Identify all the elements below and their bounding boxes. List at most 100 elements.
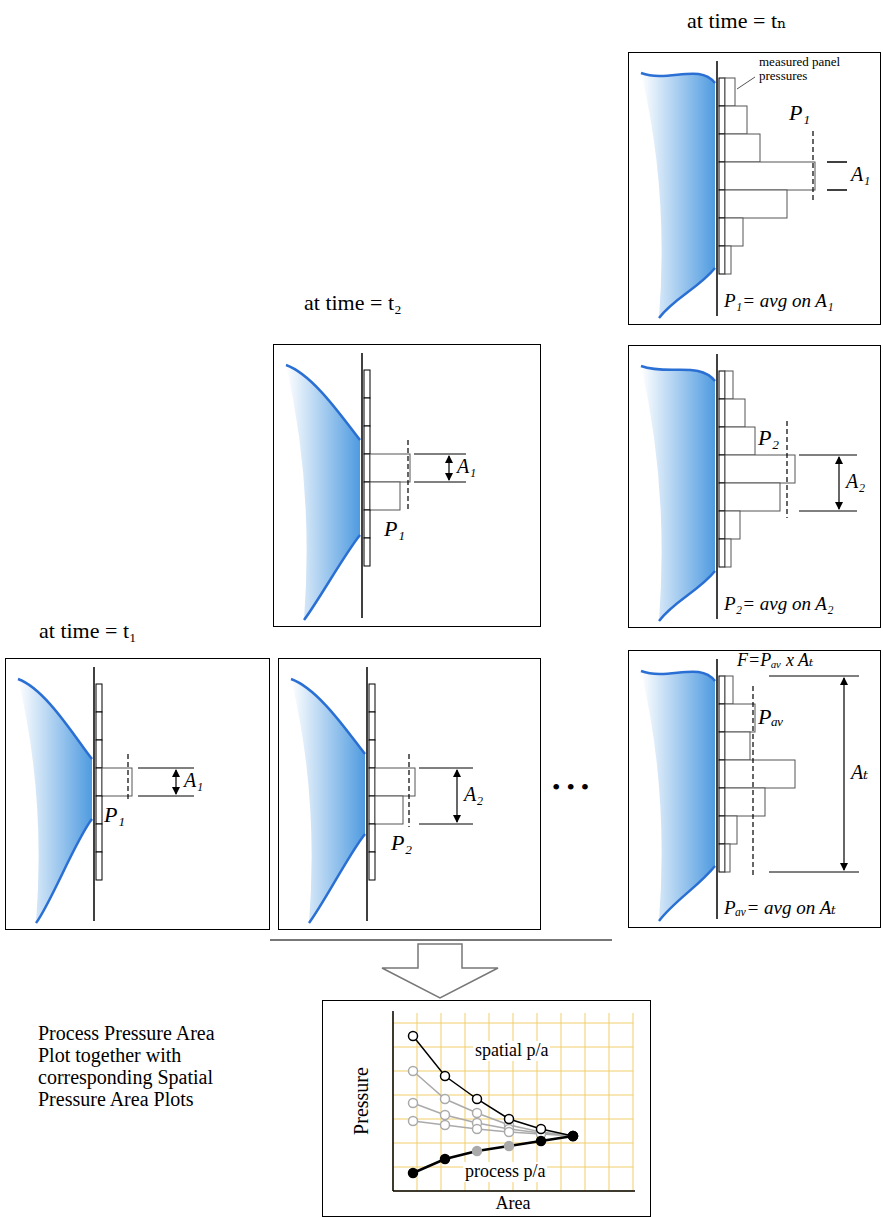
pressure-bar xyxy=(725,539,731,567)
grid-line xyxy=(585,1013,586,1191)
structure-wall xyxy=(716,354,718,619)
extension-line xyxy=(769,676,859,677)
sensor-panel xyxy=(719,676,725,704)
plot-panel: PressureAreaspatial p/aprocess p/a xyxy=(322,1000,651,1217)
pressure-label: Pₐᵥ xyxy=(758,705,784,729)
data-point xyxy=(473,1125,482,1134)
grid-line xyxy=(393,1023,633,1024)
water-outline xyxy=(304,535,360,620)
arrowhead xyxy=(840,677,848,685)
sensor-panel xyxy=(719,246,725,274)
ellipsis: • • • xyxy=(552,774,589,800)
water-outline xyxy=(641,366,715,381)
dimension-line xyxy=(843,678,844,870)
pressure-bar xyxy=(725,816,737,844)
arrowhead xyxy=(453,769,461,777)
pressure-bar xyxy=(725,704,755,732)
water-outline xyxy=(659,268,715,318)
sensor-panel xyxy=(719,134,725,162)
arrowhead xyxy=(445,455,453,463)
dimension-tick xyxy=(827,161,847,163)
sensor-panel xyxy=(719,760,725,788)
sensor-panel xyxy=(96,768,102,796)
data-point xyxy=(409,1099,418,1108)
callout-text: measured panel pressures xyxy=(759,55,869,84)
time-step-panel: at time = t₁A₁P₁ xyxy=(5,658,270,930)
definition-text: P₂= avg on A₂ xyxy=(724,594,834,615)
sensor-panel xyxy=(364,538,370,566)
data-point xyxy=(537,1137,546,1146)
average-line xyxy=(407,440,408,510)
sensor-panel xyxy=(719,190,725,218)
extension-line xyxy=(414,454,466,455)
average-line xyxy=(752,686,753,876)
data-point xyxy=(409,1117,418,1126)
dimension-tick xyxy=(827,189,847,191)
sensor-panel xyxy=(369,768,375,796)
panel-illustration xyxy=(629,346,882,629)
pressure-label: P₁ xyxy=(384,517,405,541)
sensor-panel xyxy=(364,398,370,426)
pressure-bar xyxy=(725,732,750,760)
sensor-panel xyxy=(364,370,370,398)
pressure-bar xyxy=(725,218,743,246)
water-outline xyxy=(286,365,360,440)
sensor-panel xyxy=(96,824,102,852)
pressure-bar xyxy=(370,454,410,482)
hollow-arrow xyxy=(382,944,498,998)
data-point xyxy=(537,1125,546,1134)
extension-line xyxy=(414,482,466,483)
force-formula: F=Pₐᵥ x Aₜ xyxy=(737,651,814,671)
extension-line xyxy=(138,796,194,797)
water-mass xyxy=(286,365,360,620)
structure-wall xyxy=(366,667,368,921)
water-outline xyxy=(641,671,715,681)
data-point xyxy=(441,1111,450,1120)
sensor-panel xyxy=(719,844,725,872)
sensor-panel xyxy=(719,371,725,399)
pressure-bar xyxy=(725,106,747,134)
sensor-panel xyxy=(719,218,725,246)
sensor-panel xyxy=(719,399,725,427)
pressure-bar xyxy=(725,78,735,106)
pressure-bar xyxy=(725,246,731,274)
arrowhead xyxy=(835,456,843,464)
pressure-bar xyxy=(725,483,780,511)
data-point xyxy=(473,1147,482,1156)
pressure-label: P₁ xyxy=(789,101,810,125)
structure-wall xyxy=(93,667,95,921)
data-point xyxy=(569,1132,578,1141)
data-point xyxy=(569,1132,578,1141)
panel-illustration xyxy=(279,659,542,931)
structure-wall xyxy=(716,61,718,316)
sensor-panel xyxy=(369,712,375,740)
area-label: A₂ xyxy=(464,783,483,805)
data-point xyxy=(569,1132,578,1141)
data-point xyxy=(441,1155,450,1164)
axis-title: Area xyxy=(496,1194,531,1214)
data-point xyxy=(409,1067,418,1076)
series-line xyxy=(413,1071,573,1136)
pressure-bar xyxy=(725,760,795,788)
sensor-panel xyxy=(719,511,725,539)
panel-illustration xyxy=(274,345,542,628)
definition-text: Pₐᵥ= avg on Aₜ xyxy=(724,898,836,919)
water-mass xyxy=(291,679,365,923)
sensor-panel xyxy=(364,426,370,454)
data-point xyxy=(569,1132,578,1141)
pressure-bar xyxy=(725,676,733,704)
water-outline xyxy=(659,866,715,921)
pressure-label: P₂ xyxy=(758,426,779,450)
time-step-panel: A₂P₂ xyxy=(278,658,541,930)
pressure-bar xyxy=(725,399,745,427)
series-label: spatial p/a xyxy=(473,1041,550,1061)
grid-line xyxy=(393,1071,633,1072)
sensor-panel xyxy=(369,852,375,880)
pressure-bar xyxy=(725,788,765,816)
sensor-panel xyxy=(364,454,370,482)
data-point xyxy=(441,1095,450,1104)
sensor-panel xyxy=(719,78,725,106)
pressure-bar xyxy=(725,190,787,218)
average-line xyxy=(127,754,128,799)
structure-wall xyxy=(716,659,718,919)
